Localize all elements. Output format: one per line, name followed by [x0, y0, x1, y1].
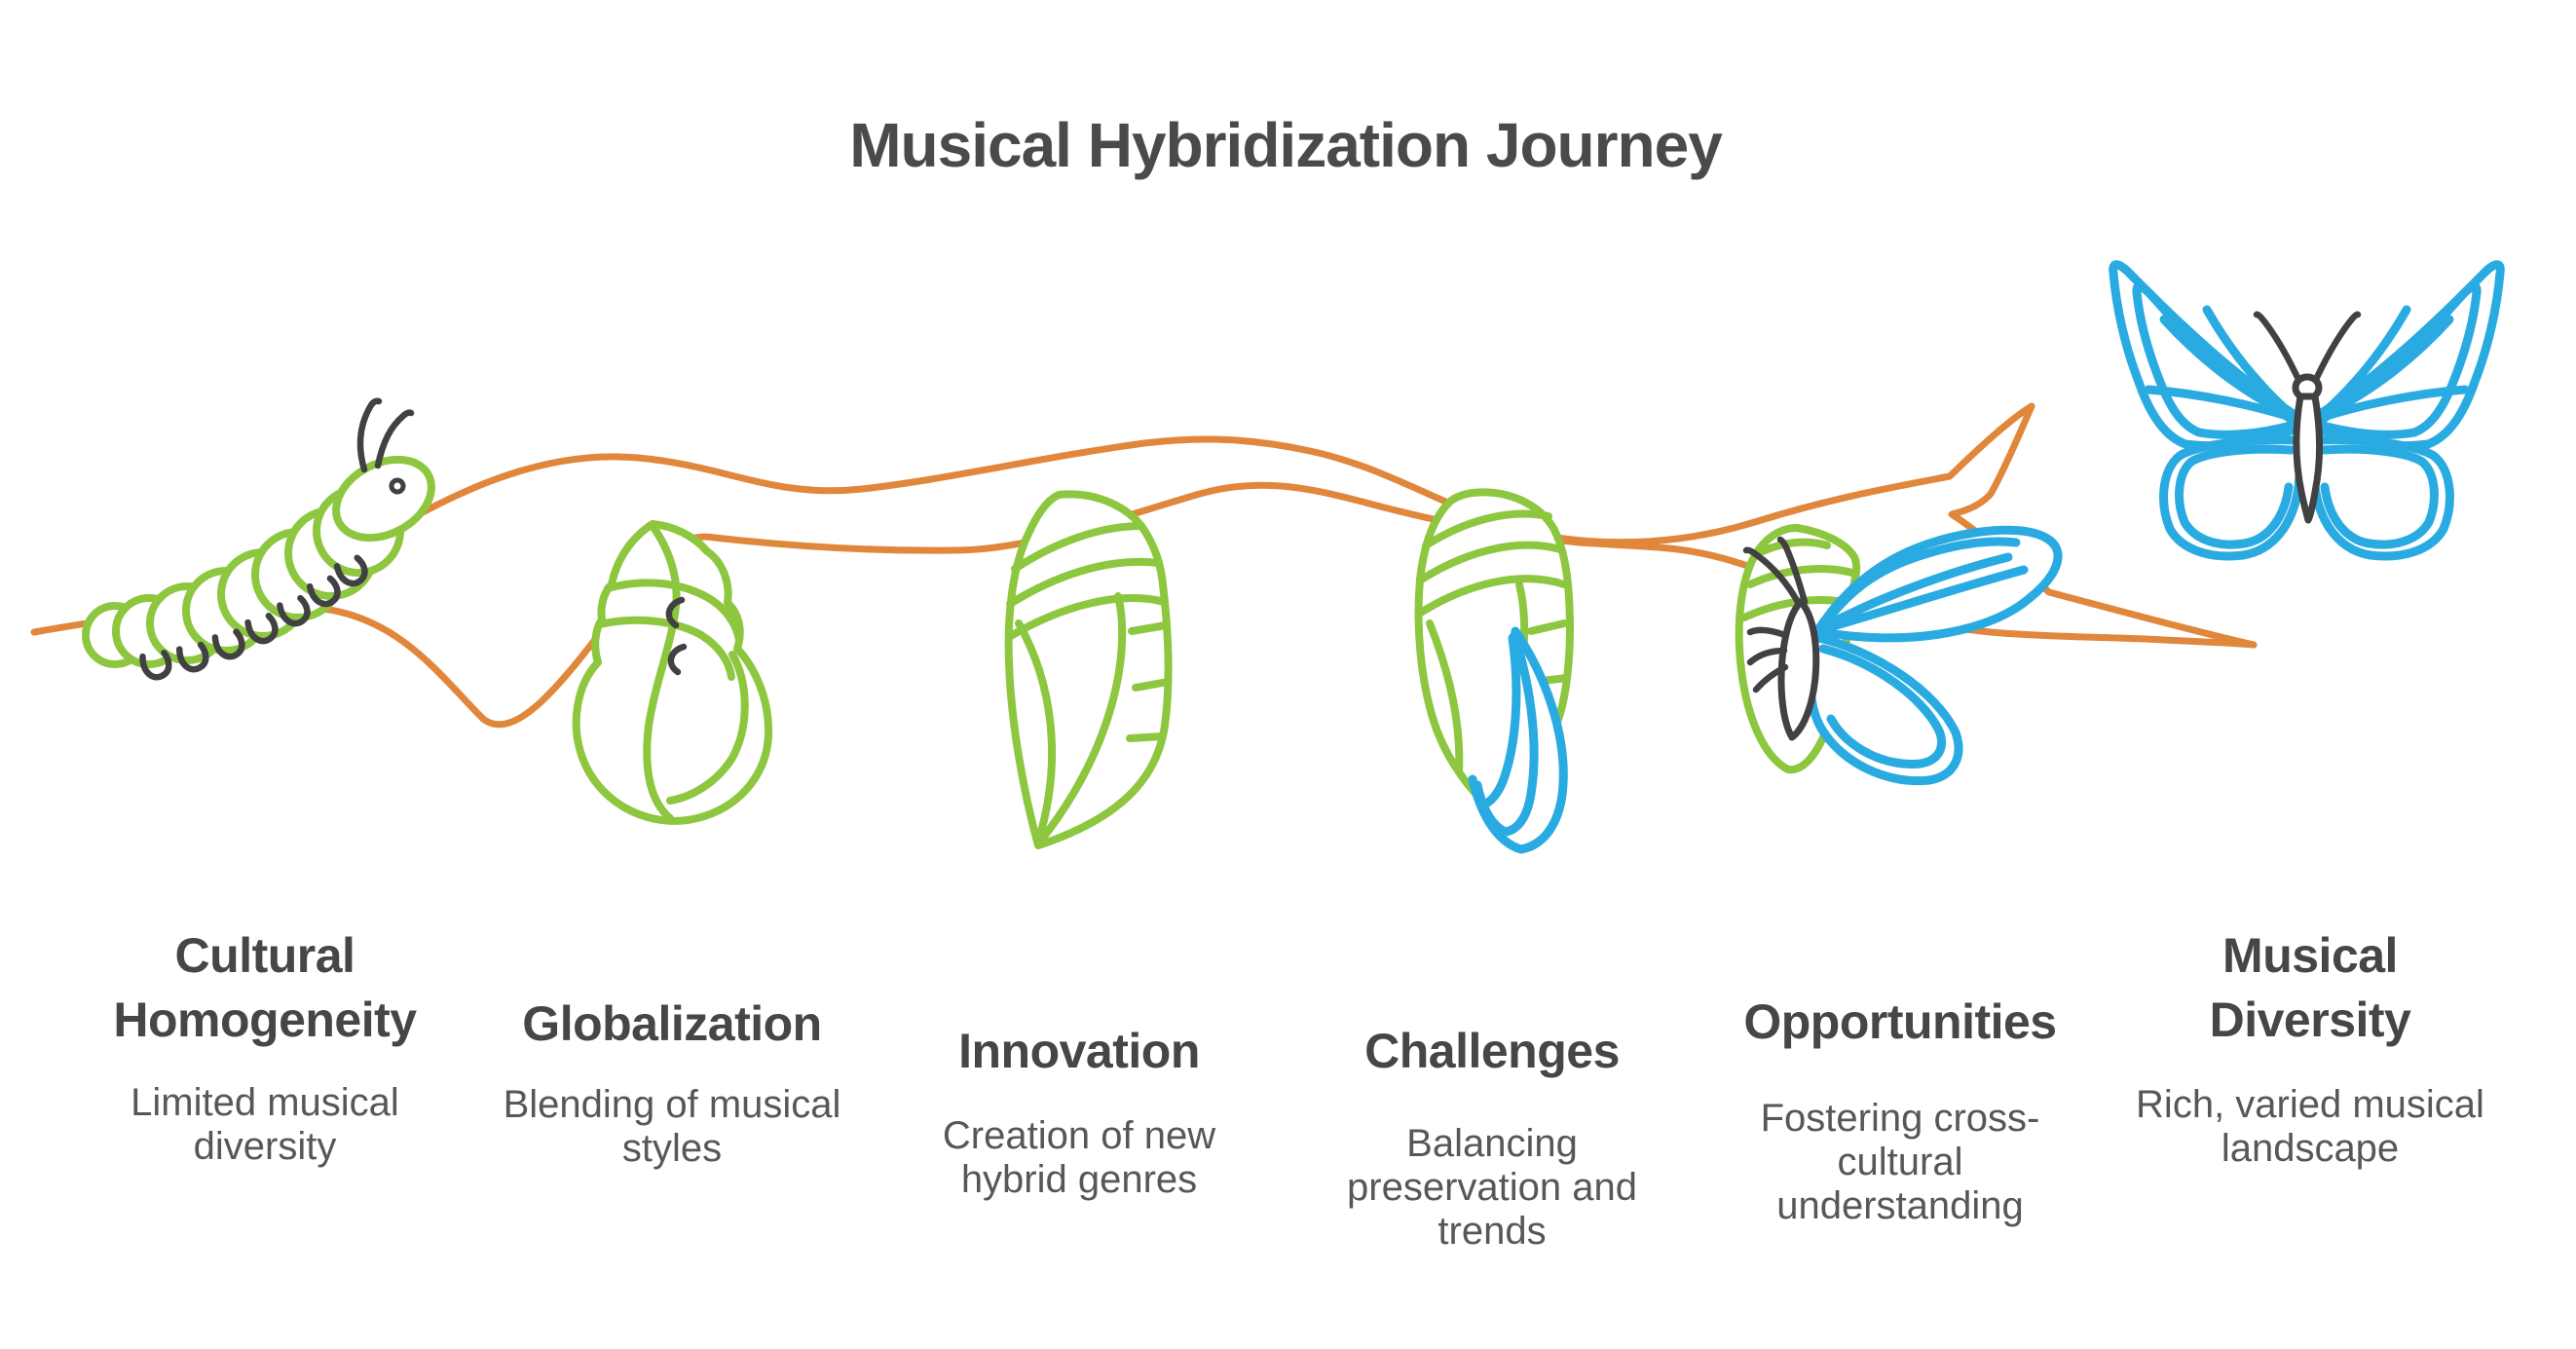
stage-label-musical-diversity: Musical Diversity Rich, varied musical l… [2136, 923, 2484, 1171]
stage-heading: Globalization [522, 996, 822, 1051]
caterpillar-icon [82, 397, 435, 681]
butterfly-icon [2109, 265, 2501, 556]
butterfly-emerging-icon [1735, 524, 2063, 786]
stage-heading: Musical Diversity [2209, 928, 2411, 1047]
stage-heading: Cultural Homogeneity [113, 928, 417, 1047]
stage-label-globalization: Globalization Blending of musical styles [463, 992, 881, 1171]
stage-description: Creation of new hybrid genres [942, 1114, 1216, 1201]
stage-description: Blending of musical styles [503, 1083, 841, 1170]
stage-label-opportunities: Opportunities Fostering cross-cultural u… [1696, 990, 2105, 1227]
stage-label-cultural-homogeneity: Cultural Homogeneity Limited musical div… [99, 923, 430, 1169]
stage-description: Limited musical diversity [131, 1081, 399, 1168]
stage-description: Balancing preservation and trends [1347, 1122, 1637, 1253]
stage-heading: Opportunities [1743, 994, 2057, 1049]
stage-description: Rich, varied musical landscape [2136, 1083, 2484, 1170]
curling-caterpillar-chrysalis-icon [572, 520, 773, 825]
page-title: Musical Hybridization Journey [849, 110, 1723, 180]
stage-description: Fostering cross-cultural understanding [1760, 1097, 2040, 1227]
stage-heading: Challenges [1364, 1024, 1620, 1078]
caterpillar-eye [389, 477, 406, 495]
stage-heading: Innovation [958, 1024, 1200, 1078]
stage-label-innovation: Innovation Creation of new hybrid genres [875, 1019, 1284, 1202]
chrysalis-icon [1004, 490, 1173, 849]
stage-label-challenges: Challenges Balancing preservation and tr… [1288, 1019, 1697, 1253]
chrysalis-wing-emerging-icon [1414, 488, 1574, 854]
